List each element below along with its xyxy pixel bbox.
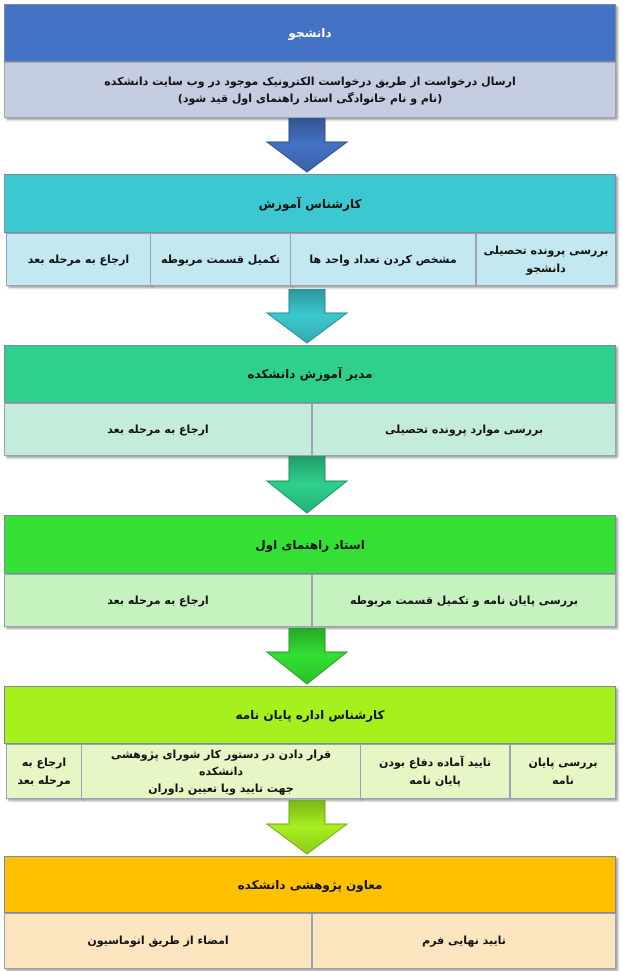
stage-header: دانشجو: [4, 4, 616, 62]
task-text: ارسال درخواست از طریق درخواست الکترونیک …: [104, 74, 516, 88]
task-text: (نام و نام خانوادگی استاد راهنمای اول قی…: [177, 92, 443, 105]
task-box: بررسی پایان نامه و تکمیل قسمت مربوطه: [312, 574, 616, 627]
task-text: تایید نهایی فرم: [422, 934, 506, 948]
task-box: تایید نهایی فرم: [312, 913, 616, 969]
arrow-shape: [265, 289, 349, 344]
task-box: ارجاع به مرحله بعد: [4, 403, 312, 456]
stage-header: مدیر آموزش دانشکده: [4, 345, 616, 403]
stage-tasks-row: بررسی موارد پرونده تحصیلی ارجاع به مرحله …: [4, 403, 616, 456]
stage-title: استاد راهنمای اول: [255, 537, 365, 552]
task-box: بررسی پایان نامه: [510, 744, 616, 799]
task-box: ارجاع به مرحله بعد: [6, 744, 82, 799]
arrow-shape: [265, 118, 349, 173]
stage-tasks-row: تایید نهایی فرم امضاء از طریق اتوماسیون: [4, 913, 616, 969]
task-text: امضاء از طریق اتوماسیون: [87, 934, 229, 948]
flow-arrow-icon: [265, 289, 349, 344]
task-text: مشخص کردن تعداد واحد ها: [309, 252, 457, 266]
flow-arrow-icon: [265, 628, 349, 685]
task-box: تکمیل قسمت مربوطه: [150, 233, 291, 286]
stage-header: کارشناس آموزش: [4, 174, 616, 233]
task-text: بررسی موارد پرونده تحصیلی: [385, 422, 543, 436]
arrow-shape: [265, 800, 349, 855]
task-box: تایید آماده دفاع بودن پایان نامه: [360, 744, 510, 799]
flow-arrow-icon: [265, 118, 349, 173]
stage-title: معاون پژوهشی دانشکده: [237, 877, 383, 892]
task-text: قرار دادن در دستور کار شورای پژوهشی دانش…: [110, 747, 332, 778]
task-text: بررسی پایان نامه و تکمیل قسمت مربوطه: [349, 593, 579, 607]
task-text: دانشجو: [526, 261, 566, 275]
task-text: ارجاع به مرحله بعد: [107, 422, 209, 436]
task-box: امضاء از طریق اتوماسیون: [4, 913, 312, 969]
task-text: بررسی پایان نامه: [528, 756, 598, 787]
stage-header: استاد راهنمای اول: [4, 515, 616, 574]
stage-tasks-row: بررسی پایان نامه تایید آماده دفاع بودن پای…: [4, 744, 616, 799]
stage-title: کارشناس آموزش: [258, 196, 362, 211]
task-box: ارجاع به مرحله بعد: [4, 574, 312, 627]
task-box: قرار دادن در دستور کار شورای پژوهشی دانش…: [81, 744, 361, 799]
stage-title: کارشناس اداره پایان نامه: [235, 708, 385, 722]
flow-arrow-icon: [265, 800, 349, 855]
task-box: بررسی پرونده تحصیلی دانشجو: [476, 233, 616, 286]
stage-tasks-row: بررسی پرونده تحصیلی دانشجو مشخص کردن تعداد…: [4, 233, 616, 286]
stage-header: معاون پژوهشی دانشکده: [4, 856, 616, 913]
task-text: جهت تایید ویا تعیین داوران: [148, 782, 294, 796]
task-text: ارجاع به: [21, 756, 67, 770]
arrow-shape: [265, 628, 349, 685]
arrow-shape: [265, 456, 349, 514]
flow-arrow-icon: [265, 456, 349, 514]
task-text: تایید آماده دفاع بودن: [378, 756, 492, 770]
task-text: مرحله بعد: [17, 773, 71, 787]
task-text: ارجاع به مرحله بعد: [27, 252, 130, 266]
task-text: تکمیل قسمت مربوطه: [161, 252, 280, 266]
task-text: بررسی پرونده تحصیلی: [483, 244, 609, 258]
task-box: ارجاع به مرحله بعد: [6, 233, 151, 286]
stage-tasks-row: ارسال درخواست از طریق درخواست الکترونیک …: [4, 62, 616, 118]
task-box: ارسال درخواست از طریق درخواست الکترونیک …: [4, 62, 616, 118]
stage-title: دانشجو: [288, 26, 332, 40]
stage-tasks-row: بررسی پایان نامه و تکمیل قسمت مربوطه ارجا…: [4, 574, 616, 627]
task-box: بررسی موارد پرونده تحصیلی: [312, 403, 616, 456]
task-text: پایان نامه: [409, 773, 461, 787]
stage-header: کارشناس اداره پایان نامه: [4, 686, 616, 744]
stage-title: مدیر آموزش دانشکده: [247, 367, 373, 381]
task-text: ارجاع به مرحله بعد: [107, 593, 209, 607]
task-box: مشخص کردن تعداد واحد ها: [290, 233, 476, 286]
